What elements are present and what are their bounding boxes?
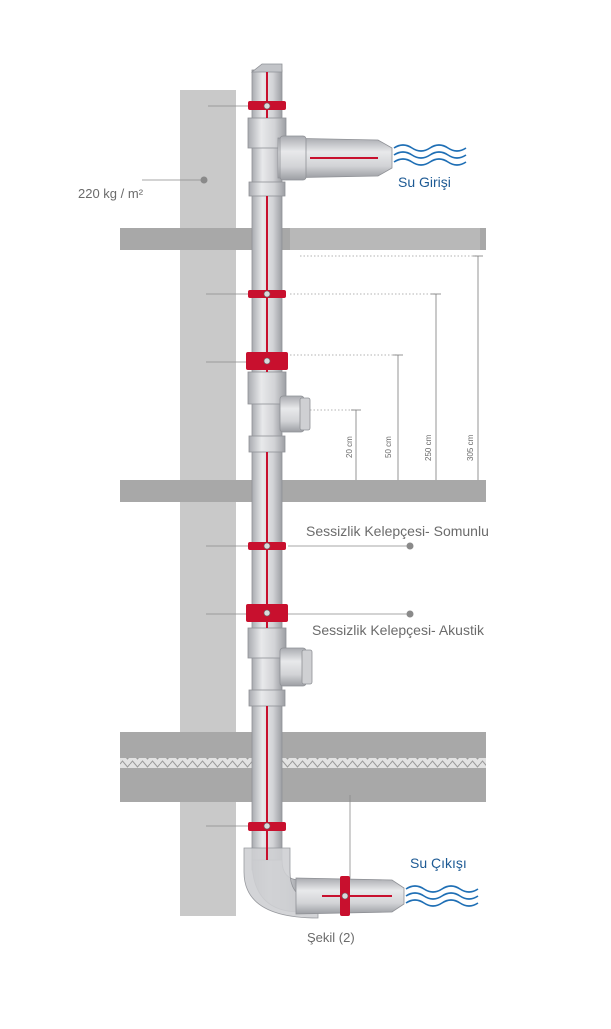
dimension-305cm: 305 cm [466,434,475,461]
pipe-markings [266,72,392,897]
figure-caption: Şekil (2) [307,930,355,945]
dimension-lines [351,255,483,480]
floor-slab-2 [120,480,486,502]
water-inlet-icon [393,144,467,166]
dimension-20cm: 20 cm [345,436,354,458]
clamp-acoustic-label: Sessizlik Kelepçesi- Akustik [312,622,484,638]
lower-branch [279,647,313,687]
dimension-50cm: 50 cm [384,436,393,458]
dimension-250cm: 250 cm [424,434,433,461]
dimension-guides [290,255,478,411]
water-outlet-label: Su Çıkışı [410,855,467,871]
load-label: 220 kg / m² [78,186,144,201]
middle-branch [279,395,311,433]
water-inlet-label: Su Girişi [398,174,451,190]
clamp-nut-label: Sessizlik Kelepçesi- Somunlu [306,523,489,539]
water-outlet-icon [405,885,479,907]
